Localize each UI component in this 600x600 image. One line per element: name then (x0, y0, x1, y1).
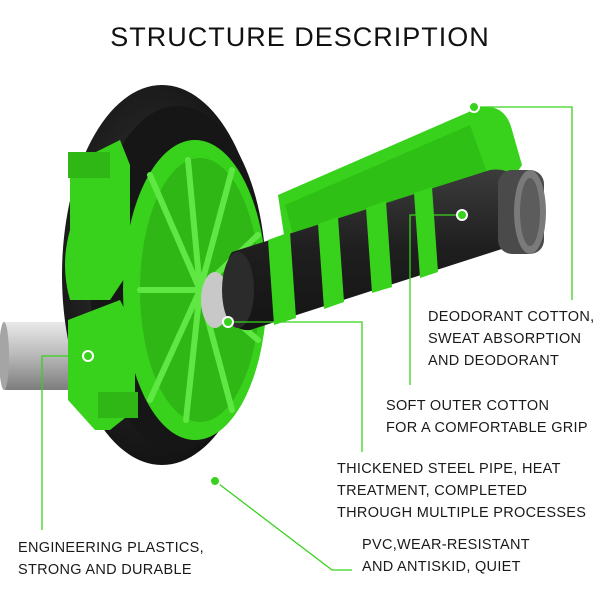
label-line: THROUGH MULTIPLE PROCESSES (337, 505, 587, 521)
leader-plastics (41, 355, 88, 530)
leader-lines (41, 106, 573, 571)
label-line: THICKENED STEEL PIPE, HEAT (337, 461, 561, 477)
label-line: STRONG AND DURABLE (18, 562, 192, 578)
marker-deodorant (468, 101, 480, 113)
page-title: STRUCTURE DESCRIPTION (110, 22, 490, 52)
plastic-housing (65, 140, 138, 430)
foam-grip (222, 169, 526, 331)
label-pvc: PVC,WEAR-RESISTANT AND ANTISKID, QUIET (362, 534, 530, 578)
label-line: TREATMENT, COMPLETED (337, 483, 528, 499)
label-steel-pipe: THICKENED STEEL PIPE, HEAT TREATMENT, CO… (337, 458, 586, 524)
label-line: SWEAT ABSORPTION (428, 331, 582, 347)
wheel-hub (123, 140, 267, 440)
label-line: ENGINEERING PLASTICS, (18, 540, 204, 556)
label-line: PVC,WEAR-RESISTANT (362, 537, 530, 553)
label-line: DEODORANT COTTON, (428, 309, 595, 325)
label-line: AND ANTISKID, QUIET (362, 559, 521, 575)
label-line: AND DEODORANT (428, 353, 560, 369)
leader-steel-pipe (228, 321, 363, 452)
label-soft-cotton: SOFT OUTER COTTON FOR A COMFORTABLE GRIP (386, 395, 588, 439)
label-line: FOR A COMFORTABLE GRIP (386, 420, 588, 436)
label-line: SOFT OUTER COTTON (386, 398, 550, 414)
marker-soft-cotton (456, 209, 468, 221)
leader-deodorant (474, 106, 573, 300)
marker-steel-pipe (222, 316, 234, 328)
marker-pvc (209, 475, 221, 487)
label-deodorant-cotton: DEODORANT COTTON, SWEAT ABSORPTION AND D… (428, 306, 595, 372)
label-engineering-plastics: ENGINEERING PLASTICS, STRONG AND DURABLE (18, 537, 204, 581)
steel-cap-end (498, 170, 546, 254)
leader-pvc (214, 480, 352, 571)
marker-plastics (82, 350, 94, 362)
leader-soft-cotton (409, 214, 462, 385)
